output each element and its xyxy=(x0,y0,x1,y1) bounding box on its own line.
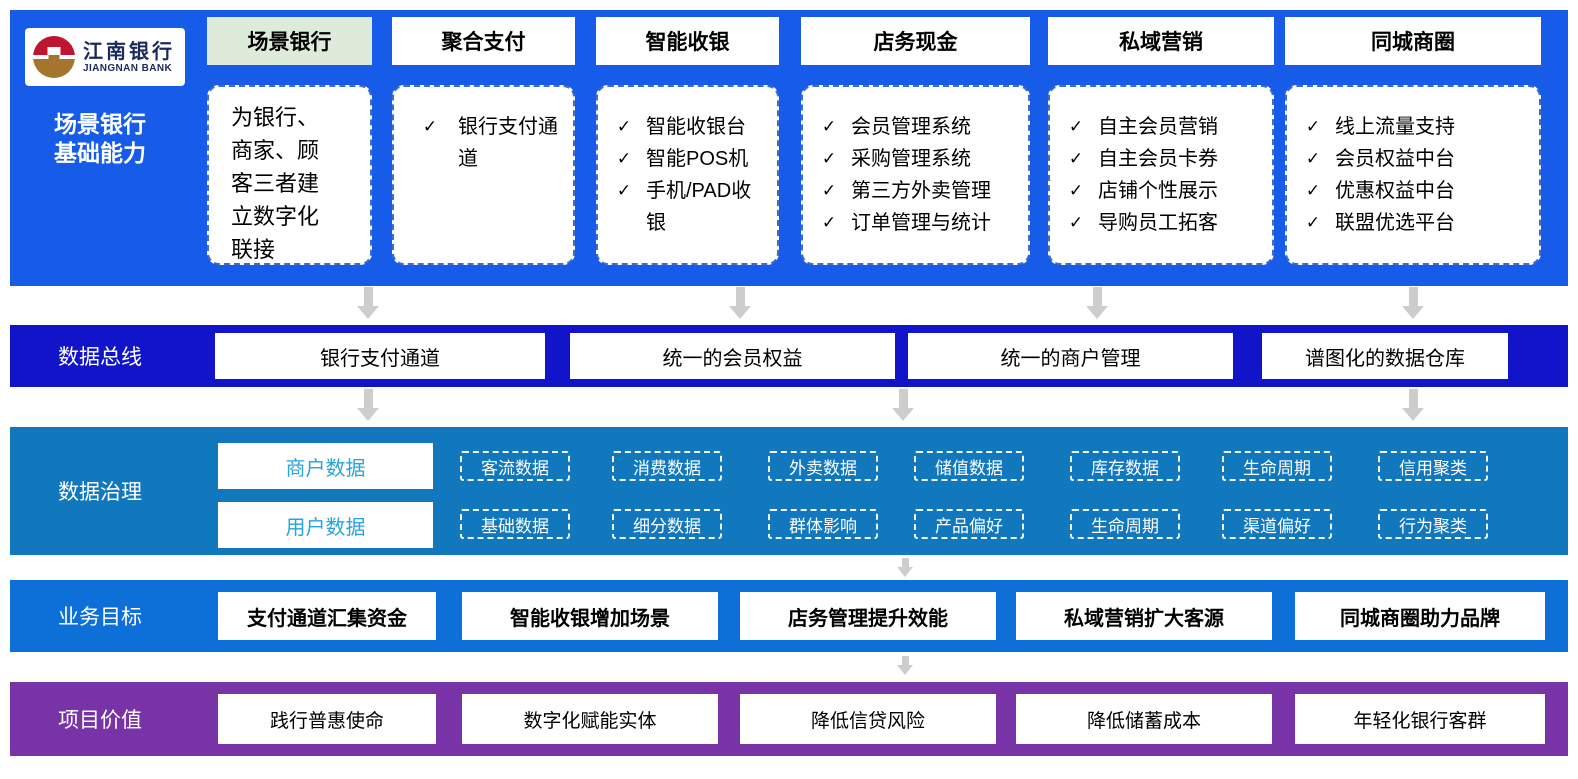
tab-scene-banking[interactable]: 场景银行 xyxy=(207,17,372,65)
check-icon: ✓ xyxy=(616,149,632,168)
merchant-data-tag: 库存数据 xyxy=(1070,451,1180,481)
tab-aggregate-payment[interactable]: 聚合支付 xyxy=(392,17,575,65)
capabilities-city-business-circle: ✓ 线上流量支持 ✓ 会员权益中台 ✓ 优惠权益中台 ✓ 联盟优选平台 xyxy=(1285,85,1541,265)
capability-item: ✓ 导购员工拓客 xyxy=(1066,207,1266,239)
category-merchant-data: 商户数据 xyxy=(218,443,433,489)
check-icon: ✓ xyxy=(1068,181,1084,200)
bus-box-member-rights: 统一的会员权益 xyxy=(570,333,895,379)
capability-item: ✓ 银行支付通道 xyxy=(410,111,567,175)
user-data-tag: 渠道偏好 xyxy=(1222,509,1332,539)
capabilities-aggregate-payment: ✓ 银行支付通道 xyxy=(392,85,575,265)
capability-row-label-line2: 基础能力 xyxy=(54,139,146,166)
capability-item: ✓ 联盟优选平台 xyxy=(1303,207,1533,239)
capability-item: ✓ 自主会员卡券 xyxy=(1066,143,1266,175)
value-box-deposit-cost: 降低储蓄成本 xyxy=(1016,694,1272,744)
down-arrow-icon xyxy=(357,389,379,421)
check-icon: ✓ xyxy=(821,117,837,136)
capability-item: ✓ 店铺个性展示 xyxy=(1066,175,1266,207)
check-icon: ✓ xyxy=(616,117,632,136)
down-arrow-icon xyxy=(897,656,913,675)
row-label-project-value: 项目价值 xyxy=(58,709,142,732)
tab-city-business-circle[interactable]: 同城商圈 xyxy=(1285,17,1541,65)
capabilities-smart-cashier: ✓ 智能收银台 ✓ 智能POS机 ✓ 手机/PAD收银 xyxy=(596,85,779,265)
user-data-tag: 生命周期 xyxy=(1070,509,1180,539)
user-data-tag: 基础数据 xyxy=(460,509,570,539)
merchant-data-tag: 外卖数据 xyxy=(768,451,878,481)
goal-box-cashier-scenes: 智能收银增加场景 xyxy=(462,592,718,640)
scene-banking-description: 为银行、商家、顾客三者建立数字化联接 xyxy=(231,105,320,262)
capability-item: ✓ 智能收银台 xyxy=(614,111,771,143)
capability-item: ✓ 智能POS机 xyxy=(614,143,771,175)
check-icon: ✓ xyxy=(821,213,837,232)
check-icon: ✓ xyxy=(821,149,837,168)
down-arrow-icon xyxy=(897,558,913,577)
merchant-data-tag: 消费数据 xyxy=(612,451,722,481)
goal-box-payment-funds: 支付通道汇集资金 xyxy=(218,592,436,640)
capability-item: ✓ 第三方外卖管理 xyxy=(819,175,1022,207)
down-arrow-icon xyxy=(1402,389,1424,421)
check-icon: ✓ xyxy=(1068,117,1084,136)
goal-box-marketing-customers: 私域营销扩大客源 xyxy=(1016,592,1272,640)
capabilities-scene-banking: 为银行、商家、顾客三者建立数字化联接 xyxy=(207,85,372,265)
capability-item: ✓ 采购管理系统 xyxy=(819,143,1022,175)
capability-item: ✓ 会员管理系统 xyxy=(819,111,1022,143)
check-icon: ✓ xyxy=(1068,149,1084,168)
value-box-younger-customers: 年轻化银行客群 xyxy=(1295,694,1545,744)
down-arrow-icon xyxy=(729,287,751,319)
value-box-digital-empowerment: 数字化赋能实体 xyxy=(462,694,718,744)
down-arrow-icon xyxy=(1402,287,1424,319)
value-box-inclusive-mission: 践行普惠使命 xyxy=(218,694,436,744)
row-label-data-governance: 数据治理 xyxy=(58,481,142,504)
merchant-data-tag: 生命周期 xyxy=(1222,451,1332,481)
capability-item: ✓ 优惠权益中台 xyxy=(1303,175,1533,207)
check-icon: ✓ xyxy=(1305,213,1321,232)
capability-item: ✓ 订单管理与统计 xyxy=(819,207,1022,239)
user-data-tag: 群体影响 xyxy=(768,509,878,539)
user-data-tag: 行为聚类 xyxy=(1378,509,1488,539)
merchant-data-tag: 客流数据 xyxy=(460,451,570,481)
merchant-data-tag: 信用聚类 xyxy=(1378,451,1488,481)
capability-item: ✓ 手机/PAD收银 xyxy=(614,175,771,239)
bank-name-cn: 江南银行 xyxy=(83,40,175,63)
merchant-data-tag: 储值数据 xyxy=(914,451,1024,481)
user-data-tag: 细分数据 xyxy=(612,509,722,539)
bank-emblem-icon xyxy=(33,36,75,78)
capability-item: ✓ 线上流量支持 xyxy=(1303,111,1533,143)
bus-box-data-warehouse: 谱图化的数据仓库 xyxy=(1262,333,1508,379)
tab-private-domain-marketing[interactable]: 私域营销 xyxy=(1048,17,1274,65)
check-icon: ✓ xyxy=(821,181,837,200)
bank-logo: 江南银行 JIANGNAN BANK xyxy=(25,28,185,86)
goal-box-store-efficiency: 店务管理提升效能 xyxy=(740,592,996,640)
down-arrow-icon xyxy=(357,287,379,319)
value-box-credit-risk: 降低信贷风险 xyxy=(740,694,996,744)
capability-row-label: 场景银行 基础能力 xyxy=(25,110,175,168)
capabilities-store-operations: ✓ 会员管理系统 ✓ 采购管理系统 ✓ 第三方外卖管理 ✓ 订单管理与统计 xyxy=(801,85,1030,265)
check-icon: ✓ xyxy=(616,181,632,200)
row-label-data-bus: 数据总线 xyxy=(58,346,142,369)
bank-name-en: JIANGNAN BANK xyxy=(83,62,173,74)
capability-item: ✓ 会员权益中台 xyxy=(1303,143,1533,175)
bus-box-payment-channel: 银行支付通道 xyxy=(215,333,545,379)
goal-box-circle-brand: 同城商圈助力品牌 xyxy=(1295,592,1545,640)
check-icon: ✓ xyxy=(1068,213,1084,232)
capability-row-label-line1: 场景银行 xyxy=(54,111,146,137)
user-data-tag: 产品偏好 xyxy=(914,509,1024,539)
check-icon: ✓ xyxy=(422,117,438,136)
check-icon: ✓ xyxy=(1305,149,1321,168)
check-icon: ✓ xyxy=(1305,117,1321,136)
category-user-data: 用户数据 xyxy=(218,502,433,548)
tab-smart-cashier[interactable]: 智能收银 xyxy=(596,17,779,65)
check-icon: ✓ xyxy=(1305,181,1321,200)
down-arrow-icon xyxy=(892,389,914,421)
bus-box-merchant-management: 统一的商户管理 xyxy=(908,333,1233,379)
capability-item: ✓ 自主会员营销 xyxy=(1066,111,1266,143)
tab-store-operations[interactable]: 店务现金 xyxy=(801,17,1030,65)
capabilities-private-domain-marketing: ✓ 自主会员营销 ✓ 自主会员卡券 ✓ 店铺个性展示 ✓ 导购员工拓客 xyxy=(1048,85,1274,265)
row-label-business-goals: 业务目标 xyxy=(58,606,142,629)
down-arrow-icon xyxy=(1086,287,1108,319)
